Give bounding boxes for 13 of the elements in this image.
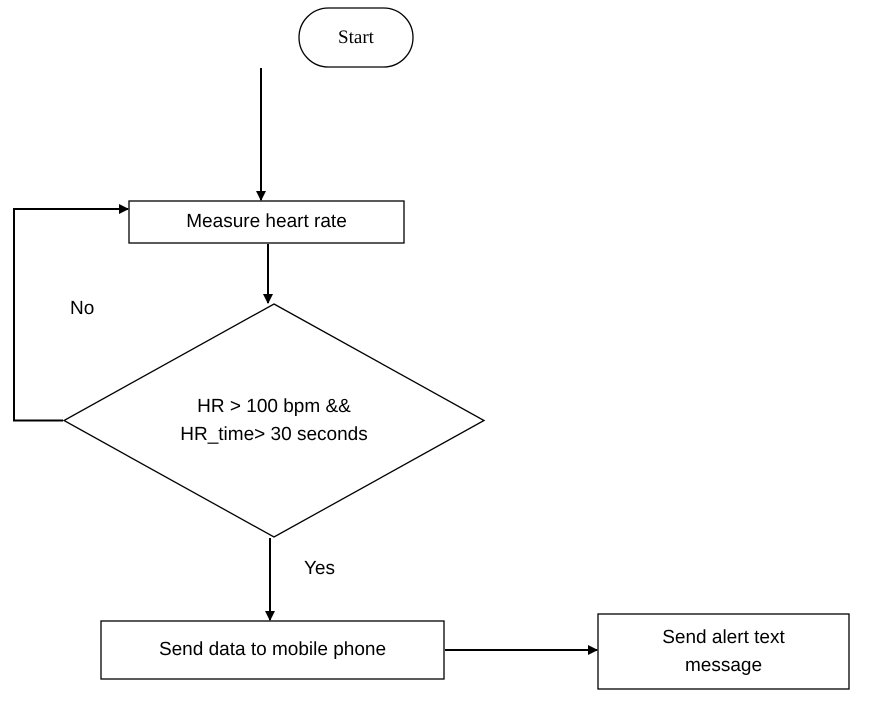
process-box bbox=[100, 620, 445, 680]
node-text: Send alert text message bbox=[661, 626, 786, 678]
node-text: Send data to mobile phone bbox=[158, 638, 386, 662]
process-box bbox=[128, 200, 405, 244]
arrow bbox=[445, 645, 598, 655]
arrow bbox=[265, 538, 275, 621]
process-box bbox=[597, 613, 850, 690]
arrow bbox=[263, 244, 273, 304]
arrow bbox=[256, 68, 266, 201]
arrow bbox=[13, 204, 129, 422]
node-text: Start bbox=[338, 26, 374, 50]
node-text: Measure heart rate bbox=[186, 210, 347, 234]
node-text: HR > 100 bpm && HR_time> 30 seconds bbox=[179, 394, 369, 446]
